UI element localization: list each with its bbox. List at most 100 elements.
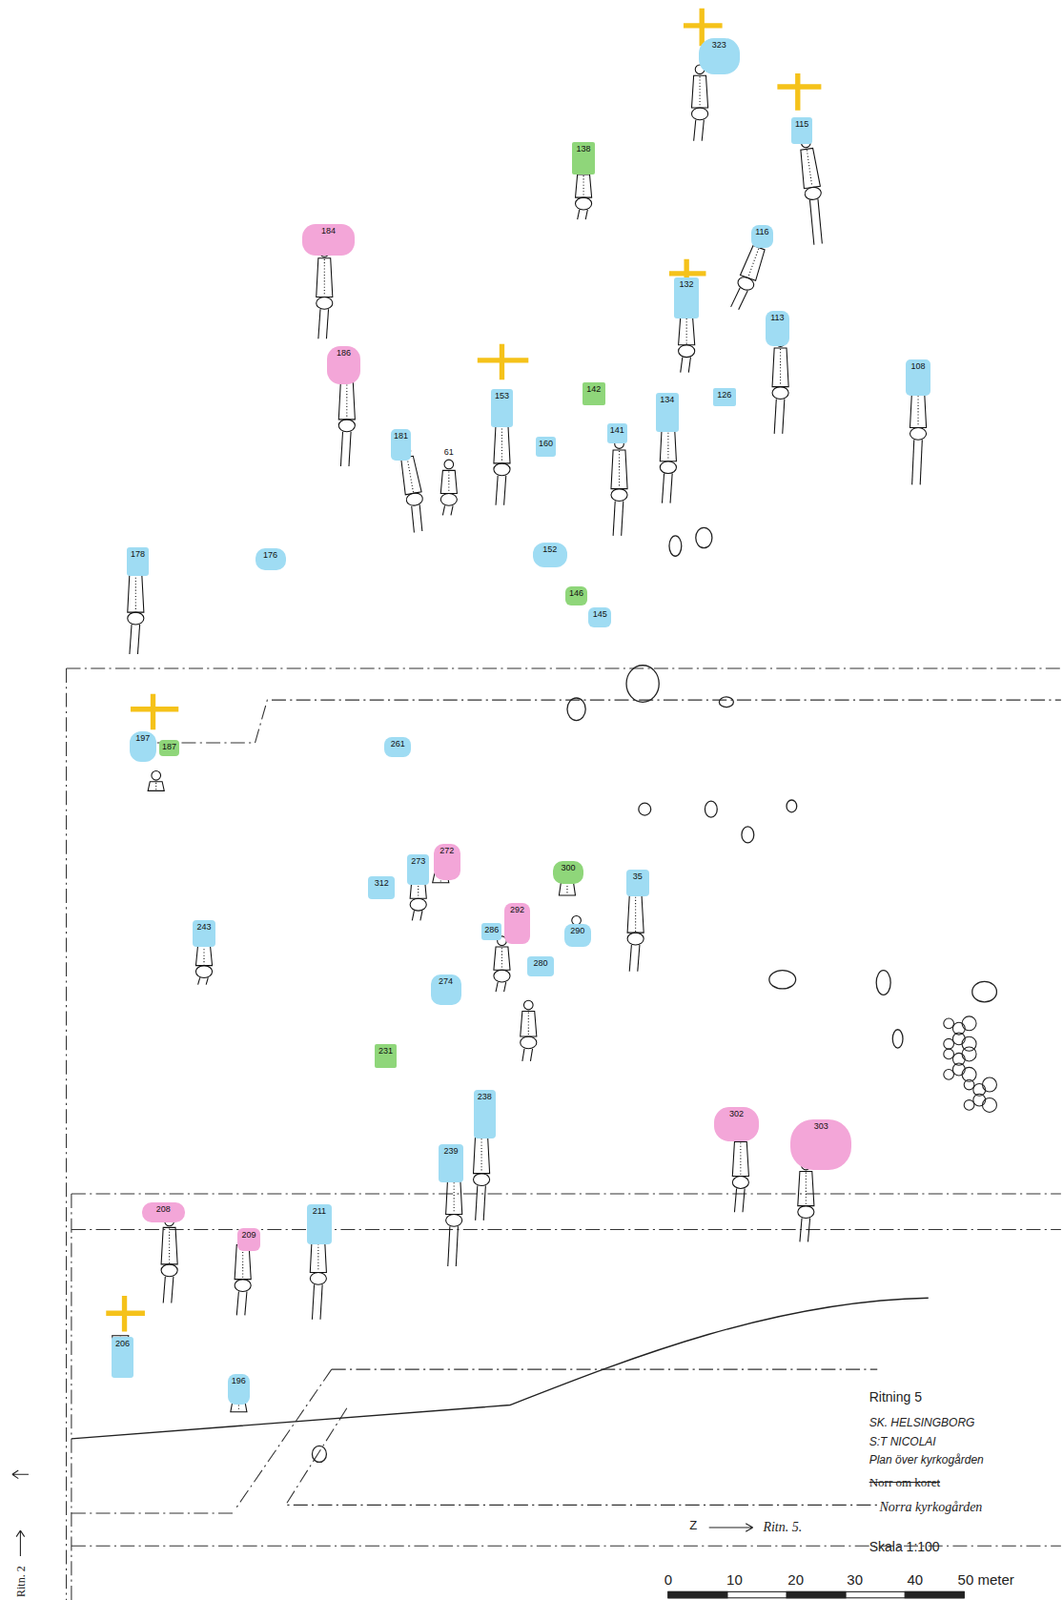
grave-patch: 312 — [367, 876, 395, 900]
grave-patch: 280 — [527, 956, 554, 977]
scale-number: 20 — [787, 1571, 804, 1588]
grave-patch: 146 — [565, 586, 589, 605]
grave-patch: 145 — [588, 607, 612, 628]
title-text: S:T NICOLAI — [869, 1434, 937, 1449]
grave-number: 145 — [592, 609, 608, 619]
title-text: Ritn. 2 — [14, 1566, 29, 1598]
title-text: Skala 1:100 — [869, 1538, 941, 1554]
grave-patch: 196 — [227, 1373, 251, 1405]
grave-patch: 35 — [626, 869, 650, 897]
grave-patch: 208 — [142, 1202, 185, 1223]
grave-patch: 303 — [790, 1119, 852, 1171]
grave-patch: 209 — [237, 1227, 261, 1251]
grave-patch: 286 — [481, 922, 502, 940]
grave-number: 113 — [770, 312, 784, 323]
grave-patch: 132 — [674, 277, 699, 319]
grave-patch: 206 — [111, 1336, 135, 1378]
grave-patch: 108 — [905, 359, 931, 397]
grave-patch: 160 — [535, 436, 556, 457]
scale-number: 50 meter — [958, 1571, 1015, 1588]
grave-patch: 323 — [698, 38, 740, 76]
grave-patch: 197 — [129, 731, 157, 762]
grave-number: 126 — [716, 389, 732, 400]
grave-number: 302 — [729, 1108, 744, 1119]
grave-patch: 178 — [126, 547, 150, 576]
grave-patch: 181 — [390, 429, 411, 460]
grave-patch: 152 — [532, 542, 568, 568]
grave-patch: 115 — [791, 117, 812, 144]
grave-number: 272 — [439, 845, 454, 856]
title-text: Norr om koret — [869, 1474, 941, 1491]
title-text: Ritning 5 — [869, 1389, 922, 1405]
grave-number: 184 — [321, 225, 336, 236]
grave-patch: 261 — [384, 736, 411, 757]
scale-number: 30 — [846, 1571, 863, 1588]
grave-number: 196 — [231, 1375, 246, 1386]
grave-number: 243 — [196, 921, 211, 932]
grave-patch: 239 — [438, 1144, 464, 1184]
grave-number: 239 — [443, 1145, 458, 1156]
grave-patch: 113 — [765, 310, 791, 346]
grave-patch: 290 — [564, 923, 592, 947]
grave-number: 303 — [814, 1121, 829, 1131]
grave-number: 176 — [263, 550, 278, 560]
grave-number: 116 — [755, 226, 769, 237]
grave-number: 323 — [712, 40, 727, 50]
grave-patch: 116 — [751, 224, 775, 248]
grave-patch: 186 — [327, 346, 360, 386]
grave-number: 132 — [679, 279, 695, 289]
grave-patch: 231 — [374, 1043, 398, 1069]
grave-patch: 302 — [714, 1106, 759, 1142]
cross — [105, 8, 821, 1332]
grave-number: 280 — [533, 958, 549, 968]
grave-number: 208 — [156, 1204, 171, 1214]
scale-number: 40 — [906, 1571, 923, 1588]
title-text: Norra kyrkogården — [879, 1499, 982, 1515]
grave-number: 146 — [569, 588, 584, 598]
grave-number: 261 — [390, 738, 406, 749]
grave-number: 209 — [242, 1229, 257, 1240]
grave-number: 115 — [795, 119, 809, 129]
title-text: Ritn. 5. — [762, 1519, 802, 1535]
grave-number: 286 — [484, 924, 499, 935]
grave-patch: 238 — [473, 1089, 497, 1139]
title-text: SK. HELSINGBORG — [869, 1415, 976, 1430]
grave-number: 206 — [115, 1338, 130, 1349]
grave-patch: 272 — [433, 843, 461, 881]
grave-number: 186 — [336, 347, 351, 358]
grave-number: 152 — [542, 544, 557, 554]
grave-patch: 176 — [255, 548, 287, 572]
grave-number: 181 — [393, 430, 409, 441]
grave-number: 134 — [659, 394, 675, 405]
grave-patch: 153 — [490, 388, 514, 429]
grave-number: 231 — [378, 1045, 393, 1056]
grave-patch: 138 — [572, 142, 595, 175]
grave-number: 142 — [586, 384, 601, 394]
grave-number: 274 — [438, 976, 453, 986]
grave-patch: 292 — [504, 902, 532, 944]
grave-number: 300 — [561, 862, 576, 873]
scale-number: 10 — [726, 1571, 743, 1588]
grave-number: 290 — [570, 925, 585, 936]
grave-patch: 211 — [306, 1204, 332, 1246]
grave-number: 187 — [162, 741, 177, 752]
grave-number: 273 — [410, 856, 426, 866]
grave-patch: 134 — [655, 392, 679, 432]
grave-patch: 126 — [713, 388, 736, 407]
grave-number: 138 — [576, 143, 592, 154]
grave-patch: 187 — [159, 739, 180, 757]
grave-number: 35 — [633, 871, 643, 881]
grave-number: 292 — [510, 904, 525, 915]
title-text: Plan över kyrkogården — [869, 1452, 984, 1467]
grave-patch: 141 — [607, 423, 628, 444]
title-text: Z — [689, 1517, 697, 1533]
grave-patch: 243 — [192, 919, 216, 947]
grave-number: 108 — [911, 361, 926, 371]
grave-number: 153 — [494, 390, 510, 401]
grave-number: 61 — [444, 447, 454, 457]
grave-number: 178 — [130, 549, 145, 559]
grave-number: 141 — [610, 425, 625, 435]
grave-number: 238 — [477, 1091, 492, 1102]
grave-number: 197 — [135, 733, 150, 743]
